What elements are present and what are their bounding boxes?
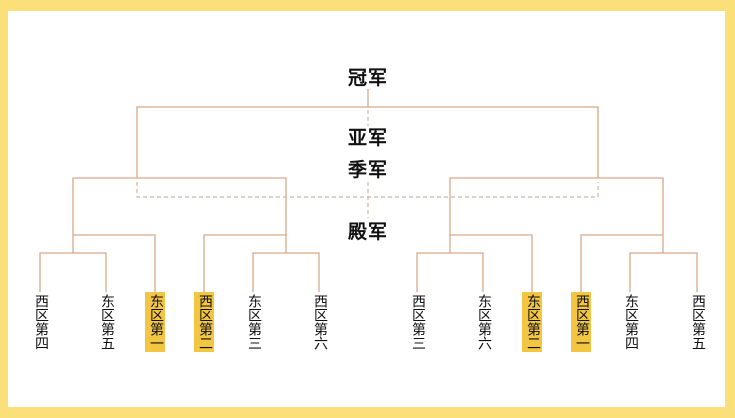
runner-up-label: 亚军	[347, 127, 389, 149]
diagram-frame	[8, 11, 725, 407]
team-east-2-right: 东区第二	[522, 292, 542, 352]
team-west-6-left: 西区第六	[312, 294, 328, 350]
third-place-label: 季军	[347, 159, 389, 181]
team-east-3-left: 东区第三	[246, 294, 262, 350]
team-east-1-left: 东区第一	[145, 292, 165, 352]
champion-label: 冠军	[347, 67, 389, 89]
team-east-4-right: 东区第四	[623, 294, 639, 350]
team-west-1-right: 西区第一	[571, 292, 591, 352]
team-east-5-left: 东区第五	[99, 294, 115, 350]
team-west-2-left: 西区第二	[194, 292, 214, 352]
fourth-place-label: 殿军	[347, 221, 389, 243]
team-east-6-right: 东区第六	[476, 294, 492, 350]
team-west-5-right: 西区第五	[690, 294, 706, 350]
team-west-3-right: 西区第三	[410, 294, 426, 350]
team-west-4-left: 西区第四	[33, 294, 49, 350]
